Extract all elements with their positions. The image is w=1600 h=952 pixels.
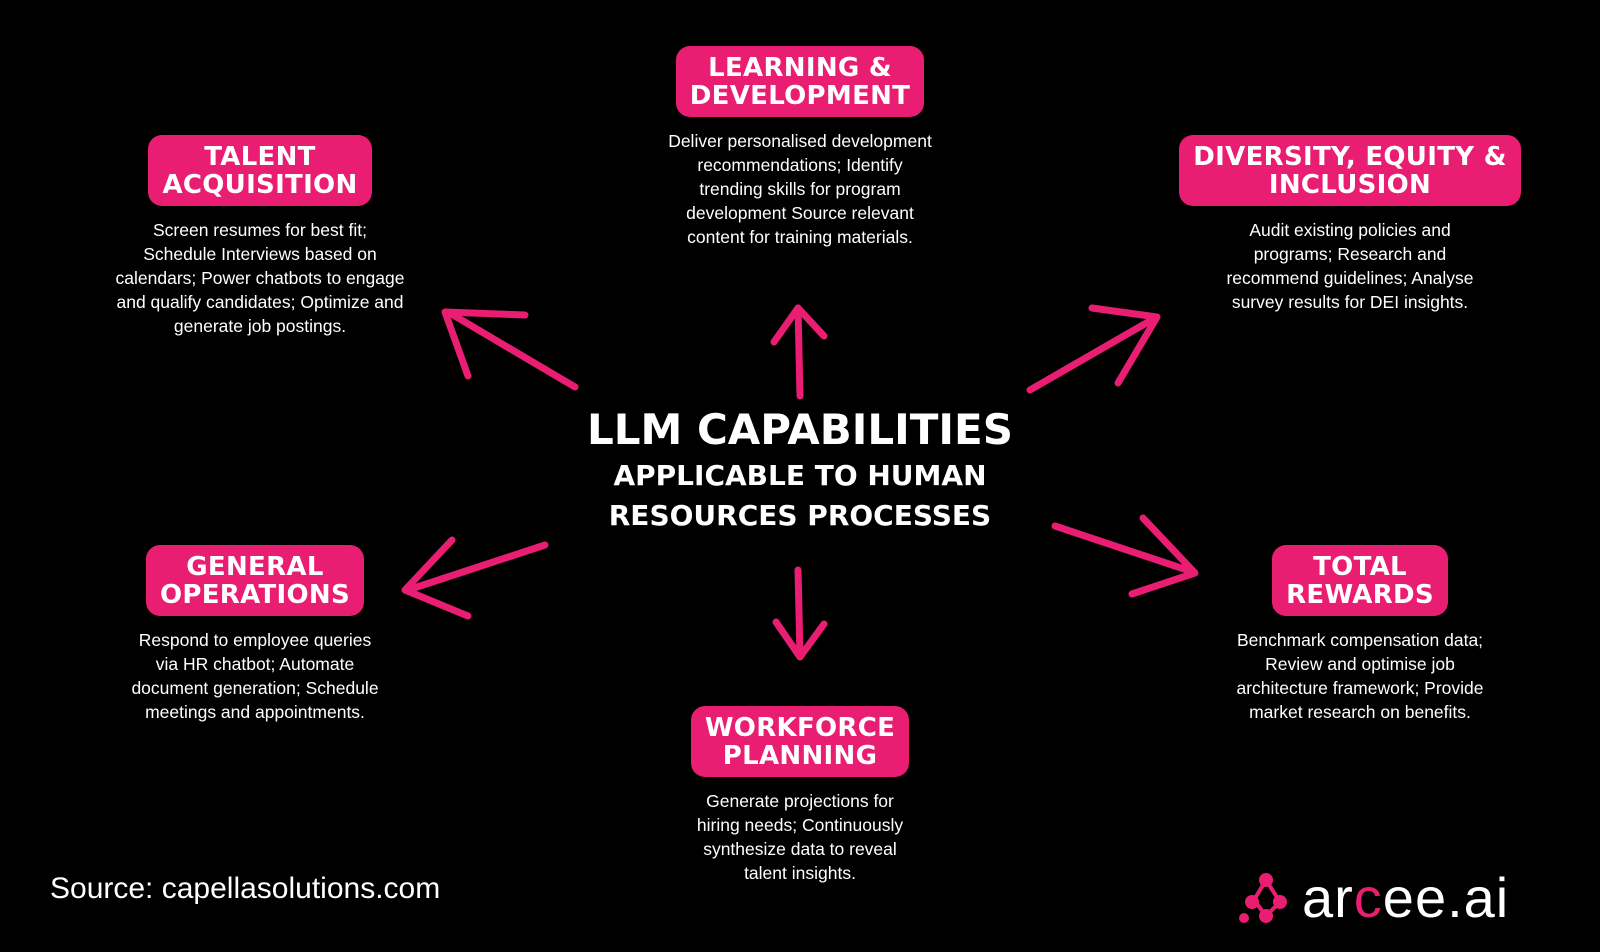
description-line: programs; Research and <box>1253 244 1447 264</box>
capability-total-rewards: TOTAL REWARDS Benchmark compensation dat… <box>1185 545 1535 724</box>
capability-title-badge: WORKFORCE PLANNING <box>690 706 910 777</box>
logo-wordmark: arcee.ai <box>1302 868 1509 928</box>
arrow-up-right-icon <box>1026 304 1161 394</box>
description-line: Benchmark compensation data; <box>1236 630 1484 650</box>
capability-description: Generate projections for hiring needs; C… <box>625 789 975 885</box>
capability-title-badge: GENERAL OPERATIONS <box>145 545 365 616</box>
description-line: trending skills for program <box>699 179 901 199</box>
capability-general-operations: GENERAL OPERATIONS Respond to employee q… <box>80 545 430 724</box>
capability-title-line: DIVERSITY, EQUITY & <box>1193 142 1507 172</box>
description-line: Review and optimise job <box>1265 654 1455 674</box>
description-line: Screen resumes for best fit; <box>153 220 367 240</box>
capability-description: Respond to employee queries via HR chatb… <box>80 628 430 724</box>
description-line: survey results for DEI insights. <box>1231 292 1469 312</box>
molecule-cluster-icon <box>1239 873 1287 923</box>
center-title: LLM CAPABILITIES APPLICABLE TO HUMAN RES… <box>500 404 1100 536</box>
capability-title-line: TOTAL <box>1313 552 1407 582</box>
capability-title-line: PLANNING <box>722 741 878 771</box>
capability-description: Screen resumes for best fit; Schedule In… <box>80 218 440 338</box>
capability-description: Audit existing policies and programs; Re… <box>1150 218 1550 314</box>
capability-title-line: GENERAL <box>186 552 324 582</box>
capability-title-line: TALENT <box>204 142 316 172</box>
capability-title-line: ACQUISITION <box>162 170 358 200</box>
description-line: development Source relevant <box>686 203 914 223</box>
logo-text-accent: c <box>1353 866 1383 929</box>
capability-title-line: WORKFORCE <box>704 713 896 743</box>
logo-text-part: ee.ai <box>1382 866 1510 929</box>
main-title: LLM CAPABILITIES <box>587 405 1013 454</box>
capability-description: Benchmark compensation data; Review and … <box>1185 628 1535 724</box>
capability-title-badge: DIVERSITY, EQUITY & INCLUSION <box>1179 135 1521 206</box>
subtitle-line-1: APPLICABLE TO HUMAN <box>613 459 987 492</box>
capability-diversity-equity-inclusion: DIVERSITY, EQUITY & INCLUSION Audit exis… <box>1150 135 1550 314</box>
description-line: recommendations; Identify <box>697 155 903 175</box>
description-line: document generation; Schedule <box>131 678 379 698</box>
description-line: Audit existing policies and <box>1249 220 1451 240</box>
subtitle-line-2: RESOURCES PROCESSES <box>608 499 992 532</box>
arrow-up-left-icon <box>441 308 579 391</box>
capability-workforce-planning: WORKFORCE PLANNING Generate projections … <box>625 706 975 885</box>
description-line: Deliver personalised development <box>668 131 932 151</box>
description-line: architecture framework; Provide <box>1236 678 1484 698</box>
description-line: Generate projections for <box>706 791 894 811</box>
description-line: talent insights. <box>744 863 856 883</box>
capability-title-line: REWARDS <box>1286 580 1434 610</box>
arrow-down-right-icon <box>1051 514 1199 598</box>
description-line: recommend guidelines; Analyse <box>1226 268 1474 288</box>
arcee-logo: arcee.ai <box>1238 868 1509 928</box>
capability-description: Deliver personalised development recomme… <box>600 129 1000 249</box>
description-line: market research on benefits. <box>1249 702 1471 722</box>
description-line: via HR chatbot; Automate <box>155 654 355 674</box>
description-line: hiring needs; Continuously <box>696 815 904 835</box>
arrow-up-icon <box>770 304 828 400</box>
capability-title-badge: LEARNING & DEVELOPMENT <box>675 46 925 117</box>
capability-title-line: DEVELOPMENT <box>689 81 911 111</box>
description-line: content for training materials. <box>687 227 913 247</box>
capability-learning-development: LEARNING & DEVELOPMENT Deliver personali… <box>600 46 1000 249</box>
description-line: synthesize data to reveal <box>703 839 897 859</box>
capability-talent-acquisition: TALENT ACQUISITION Screen resumes for be… <box>80 135 440 338</box>
description-line: Respond to employee queries <box>138 630 372 650</box>
source-credit: Source: capellasolutions.com <box>50 872 441 905</box>
logo-text-part: ar <box>1302 866 1354 929</box>
arrow-down-left-icon <box>401 536 549 620</box>
capability-title-line: LEARNING & <box>708 53 892 83</box>
description-line: Schedule Interviews based on <box>143 244 377 264</box>
description-line: and qualify candidates; Optimize and <box>116 292 404 312</box>
capability-title-badge: TALENT ACQUISITION <box>148 135 372 206</box>
capability-title-badge: TOTAL REWARDS <box>1272 545 1448 616</box>
arrow-down-icon <box>772 566 828 661</box>
description-line: generate job postings. <box>173 316 347 336</box>
capability-title-line: OPERATIONS <box>159 580 351 610</box>
description-line: calendars; Power chatbots to engage <box>115 268 405 288</box>
capability-title-line: INCLUSION <box>1268 170 1432 200</box>
description-line: meetings and appointments. <box>145 702 365 722</box>
